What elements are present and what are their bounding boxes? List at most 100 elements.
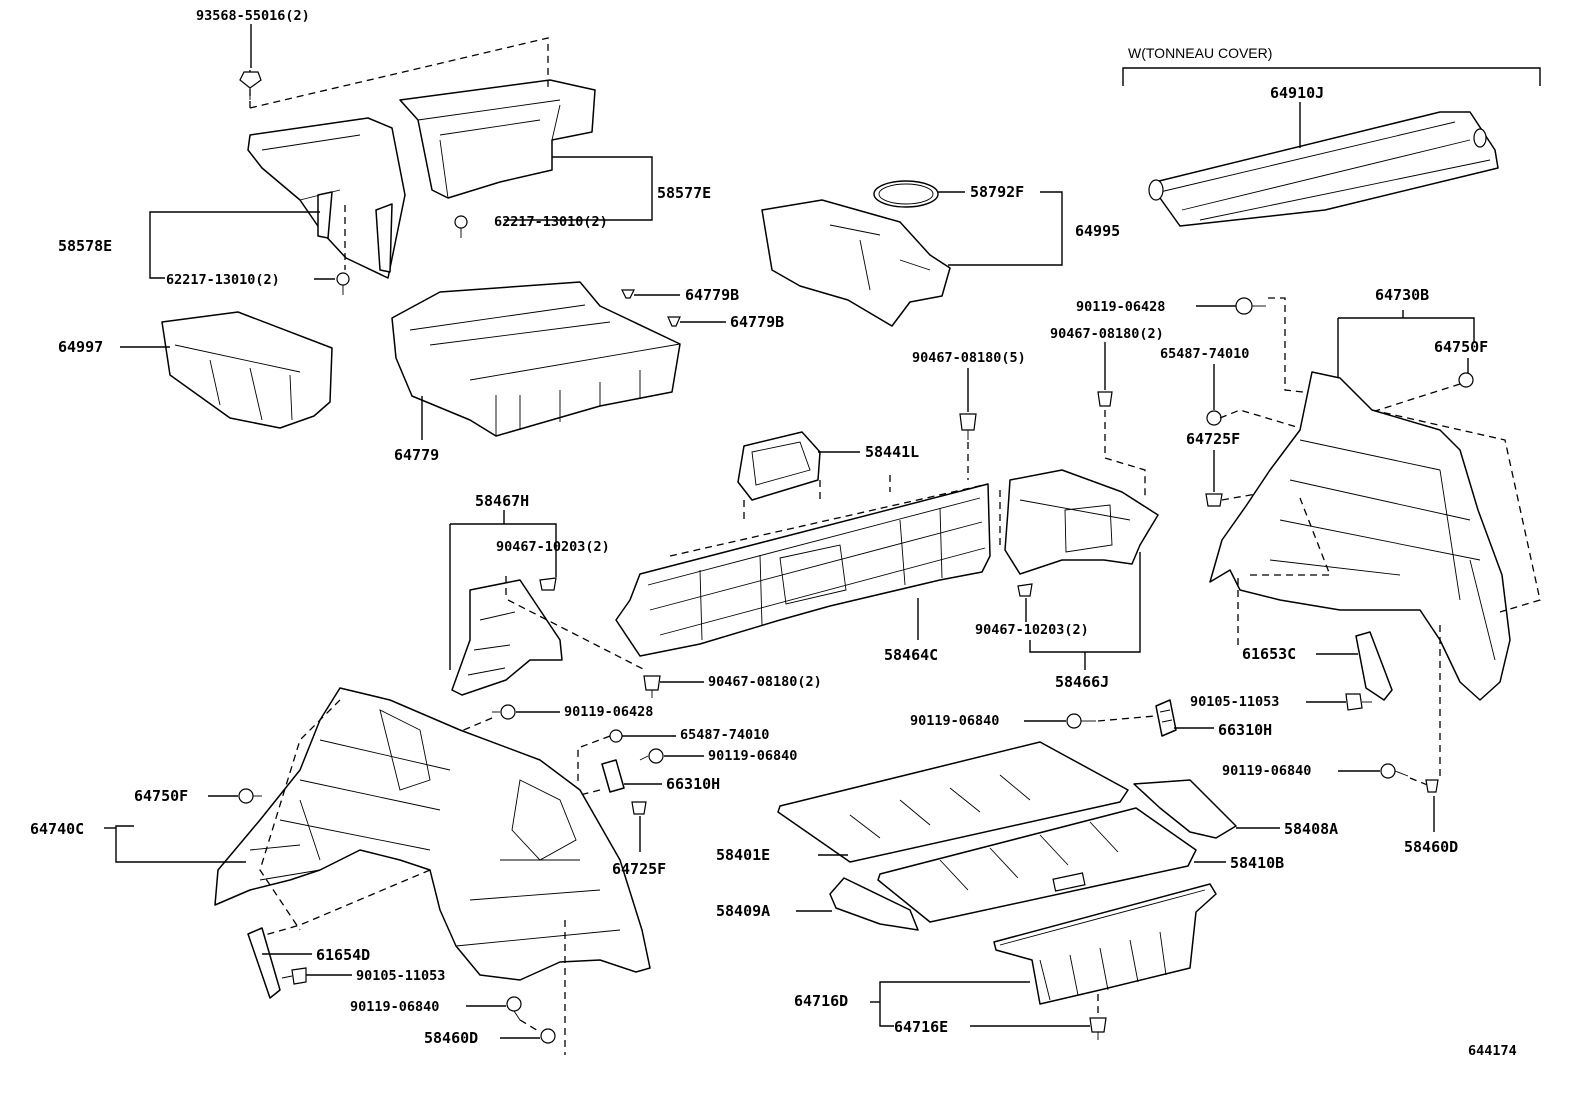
part-58578E-tray (247, 117, 406, 279)
label-90119-06428-a: 90119-06428 (1076, 299, 1165, 315)
label-58792F: 58792F (970, 183, 1024, 201)
clip-icon (336, 272, 350, 295)
part-58467H-trim (451, 579, 563, 696)
label-64740C: 64740C (30, 820, 84, 838)
label-61653C: 61653C (1242, 645, 1296, 663)
clip-icon (539, 577, 557, 591)
part-66310H-clip-a (1155, 699, 1177, 737)
part-58792F-cord (873, 180, 939, 208)
bolt-icon (239, 71, 262, 100)
label-64995: 64995 (1075, 222, 1120, 240)
label-58409A: 58409A (716, 902, 770, 920)
screw-icon (506, 996, 522, 1021)
label-64750F-b: 64750F (134, 787, 188, 805)
label-65487-74010-a: 65487-74010 (1160, 346, 1249, 362)
label-93568-55016: 93568-55016(2) (196, 8, 310, 24)
clip-icon (1206, 410, 1222, 426)
bolt-icon (281, 967, 307, 985)
clip-icon (1089, 1017, 1107, 1040)
label-64725F-a: 64725F (1186, 430, 1240, 448)
label-61654D: 61654D (316, 946, 370, 964)
clip-icon (454, 215, 468, 238)
label-90119-06428-b: 90119-06428 (564, 704, 653, 720)
label-58577E: 58577E (657, 184, 711, 202)
label-65487-74010-b: 65487-74010 (680, 727, 769, 743)
clip-icon (959, 413, 977, 440)
clip-icon (1097, 391, 1113, 407)
label-90105-11053-a: 90105-11053 (1190, 694, 1279, 710)
screw-icon (1235, 297, 1266, 315)
label-64716D: 64716D (794, 992, 848, 1010)
tonneau-cover-header: W(TONNEAU COVER) (1128, 45, 1272, 61)
part-58408A-board (1133, 779, 1237, 839)
clip-icon (238, 788, 262, 804)
label-58401E: 58401E (716, 846, 770, 864)
label-64779B-b: 64779B (730, 313, 784, 331)
part-64716D-box (993, 883, 1217, 1005)
label-64750F-a: 64750F (1434, 338, 1488, 356)
label-64716E: 64716E (894, 1018, 948, 1036)
label-58578E: 58578E (58, 237, 112, 255)
clip-icon (667, 316, 681, 327)
clip-icon (540, 1028, 556, 1044)
label-58467H: 58467H (475, 492, 529, 510)
label-64725F-b: 64725F (612, 860, 666, 878)
clip-icon (1017, 583, 1033, 597)
label-58410B: 58410B (1230, 854, 1284, 872)
label-90467-08180-c: 90467-08180(2) (708, 674, 822, 690)
clip-icon (621, 289, 635, 299)
clip-icon (631, 801, 647, 815)
label-62217-13010-a: 62217-13010(2) (494, 214, 608, 230)
figure-id: 644174 (1468, 1043, 1517, 1059)
part-58410B-deck-board (877, 807, 1197, 923)
part-58577E-tray (399, 79, 596, 199)
part-64995-panel (761, 199, 951, 327)
screw-icon (639, 748, 664, 764)
clip-icon (609, 729, 623, 743)
part-58464C-back-panel (615, 483, 991, 657)
clip-icon (1458, 372, 1474, 388)
label-64730B: 64730B (1375, 286, 1429, 304)
label-58441L: 58441L (865, 443, 919, 461)
screw-icon (1380, 763, 1409, 779)
label-64910J: 64910J (1270, 84, 1324, 102)
clip-icon (1205, 493, 1223, 507)
part-64910J-tonneau-cover (1148, 111, 1499, 227)
label-64779B-a: 64779B (685, 286, 739, 304)
label-64779: 64779 (394, 446, 439, 464)
part-58466J-side-trim (1004, 469, 1159, 575)
label-58408A: 58408A (1284, 820, 1338, 838)
part-66310H-clip-b (601, 759, 625, 793)
bolt-icon (1345, 693, 1372, 711)
part-61654D-bracket (247, 927, 281, 999)
tonneau-cover-bracket (1122, 67, 1541, 86)
screw-icon (1066, 713, 1096, 729)
assembly-line (249, 37, 549, 109)
clip-icon (1425, 779, 1439, 793)
label-90467-10203-a: 90467-10203(2) (496, 539, 610, 555)
label-66310H-a: 66310H (1218, 721, 1272, 739)
label-90119-06840-c: 90119-06840 (1222, 763, 1311, 779)
label-90105-11053-b: 90105-11053 (356, 968, 445, 984)
label-90467-08180-b: 90467-08180(5) (912, 350, 1026, 366)
label-90119-06840-d: 90119-06840 (350, 999, 439, 1015)
label-58464C: 58464C (884, 646, 938, 664)
label-66310H-b: 66310H (666, 775, 720, 793)
label-58460D-a: 58460D (1404, 838, 1458, 856)
label-90119-06840-a: 90119-06840 (910, 713, 999, 729)
label-90119-06840-b: 90119-06840 (708, 748, 797, 764)
part-58409A-board (829, 877, 919, 931)
label-64997: 64997 (58, 338, 103, 356)
part-64997-tray (161, 311, 333, 429)
part-64779-deck-board (391, 281, 681, 437)
label-90467-10203-b: 90467-10203(2) (975, 622, 1089, 638)
part-58441L-cover (737, 431, 821, 501)
label-62217-13010-b: 62217-13010(2) (166, 272, 280, 288)
part-64740C-quarter-trim (214, 687, 651, 981)
clip-icon (643, 675, 661, 698)
screw-icon (492, 704, 516, 720)
part-58401E-deck-board (777, 741, 1129, 863)
part-61653C-bracket (1355, 631, 1393, 701)
label-58460D-b: 58460D (424, 1029, 478, 1047)
